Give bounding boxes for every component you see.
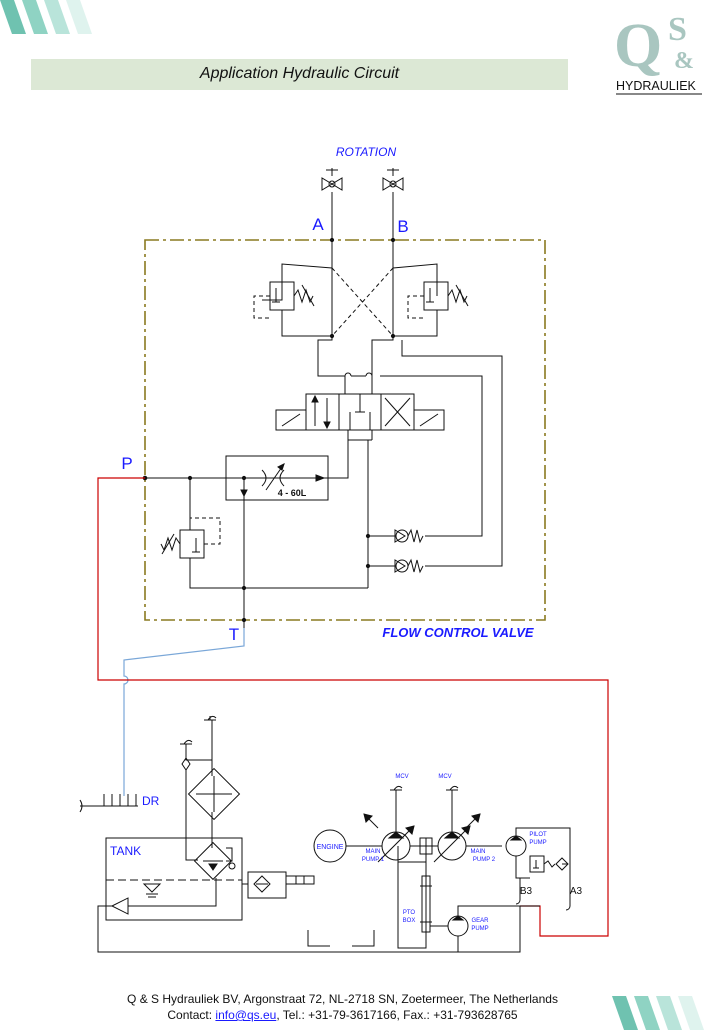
main-pump-1-label-line2: PUMP 1 (362, 857, 385, 863)
port-p-label: P (121, 454, 132, 473)
tank-label: TANK (110, 844, 141, 858)
tank-box (105, 837, 243, 921)
flow-control-block (190, 455, 329, 501)
page-title: Application Hydraulic Circuit (199, 65, 400, 82)
port-a-label: A (312, 215, 324, 234)
footer-email-link[interactable]: info@qs.eu (215, 1008, 277, 1022)
pto-box-label-line1: PTO (403, 910, 416, 916)
main-pump-2-label-line2: PUMP 2 (473, 857, 496, 863)
rotation-port-b-symbol (382, 168, 404, 191)
drain-label: DR (142, 794, 160, 808)
main-pump-2-label-line1: MAIN (471, 849, 486, 855)
logo-brand-text: HYDRAULIEK (616, 79, 697, 93)
title-banner: Application Hydraulic Circuit (31, 59, 568, 90)
port-t-label: T (229, 625, 239, 644)
directional-control-valve (275, 393, 445, 431)
mcv-1-label: MCV (395, 774, 408, 780)
drain-symbol (79, 794, 138, 813)
pilot-pump-label-line2: PUMP (529, 840, 546, 846)
main-pump-1-label-line1: MAIN (366, 849, 381, 855)
footer-contact-prefix: Contact: (167, 1008, 216, 1022)
company-logo: Q S & HYDRAULIEK (614, 11, 702, 95)
flow-rating-label: 4 - 60L (278, 488, 307, 498)
pto-box-label-line2: BOX (403, 918, 416, 924)
engine-label: ENGINE (317, 844, 344, 851)
mcv-2-label: MCV (438, 774, 451, 780)
b3-label: B3 (520, 886, 533, 897)
footer-contact-rest: , Tel.: +31-79-3617166, Fax.: +31-793628… (276, 1008, 518, 1022)
logo-ampersand: & (674, 48, 694, 74)
logo-letter-s: S (668, 11, 687, 48)
flow-control-valve-label: FLOW CONTROL VALVE (382, 625, 534, 640)
decorative-stripes-bottom (612, 996, 704, 1030)
gear-pump-label-line1: GEAR (471, 918, 489, 924)
port-b-label: B (397, 217, 408, 236)
rotation-label: ROTATION (336, 145, 397, 159)
a3-label: A3 (570, 886, 583, 897)
footer-address: Q & S Hydrauliek BV, Argonstraat 72, NL-… (127, 992, 558, 1006)
footer-contact: Contact: info@qs.eu, Tel.: +31-79-361716… (0, 1008, 685, 1022)
logo-letter-q: Q (614, 12, 662, 80)
gear-pump-label-line2: PUMP (471, 926, 488, 932)
flow-control-valve-frame (144, 239, 546, 621)
decorative-stripes-top (0, 0, 92, 34)
rotation-port-a-symbol (321, 168, 343, 191)
pilot-pump-label-line1: PILOT (529, 832, 547, 838)
